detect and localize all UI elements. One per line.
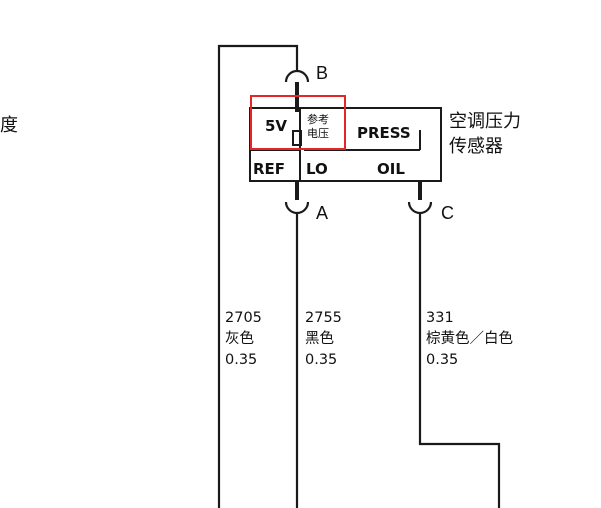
wire-2705-circuit: 2705	[225, 310, 262, 326]
connector-c-cap	[407, 201, 433, 215]
label-press: PRESS	[357, 124, 411, 142]
wire-331-gauge: 0.35	[426, 352, 458, 368]
wire-331-path	[418, 213, 501, 508]
wire-331-color: 棕黄色／白色	[426, 330, 513, 347]
sensor-element	[292, 130, 302, 146]
label-ref: REF	[253, 160, 285, 178]
label-lo: LO	[306, 160, 328, 178]
connector-b-cap	[284, 69, 310, 83]
connector-a-cap	[284, 201, 310, 215]
highlight-box	[250, 95, 346, 150]
pin-a-label: A	[316, 203, 328, 223]
wire-331-circuit: 331	[426, 310, 454, 326]
wire-2705-path	[217, 44, 299, 508]
pin-b-label: B	[316, 63, 328, 83]
label-5v: 5V	[265, 117, 287, 135]
pin-c-label: C	[441, 203, 454, 223]
wire-2755-color: 黑色	[305, 330, 334, 347]
label-ref-voltage-1: 参考	[307, 112, 329, 126]
component-name-line2: 传感器	[449, 136, 503, 157]
edge-label-partial: 度	[0, 115, 18, 136]
wire-2755-circuit: 2755	[305, 310, 342, 326]
component-name-line1: 空调压力	[449, 111, 521, 132]
wire-2705-gauge: 0.35	[225, 352, 257, 368]
wire-2755-gauge: 0.35	[305, 352, 337, 368]
label-ref-voltage-2: 电压	[307, 127, 329, 140]
label-oil: OIL	[377, 160, 405, 178]
wire-2705-color: 灰色	[225, 330, 254, 347]
